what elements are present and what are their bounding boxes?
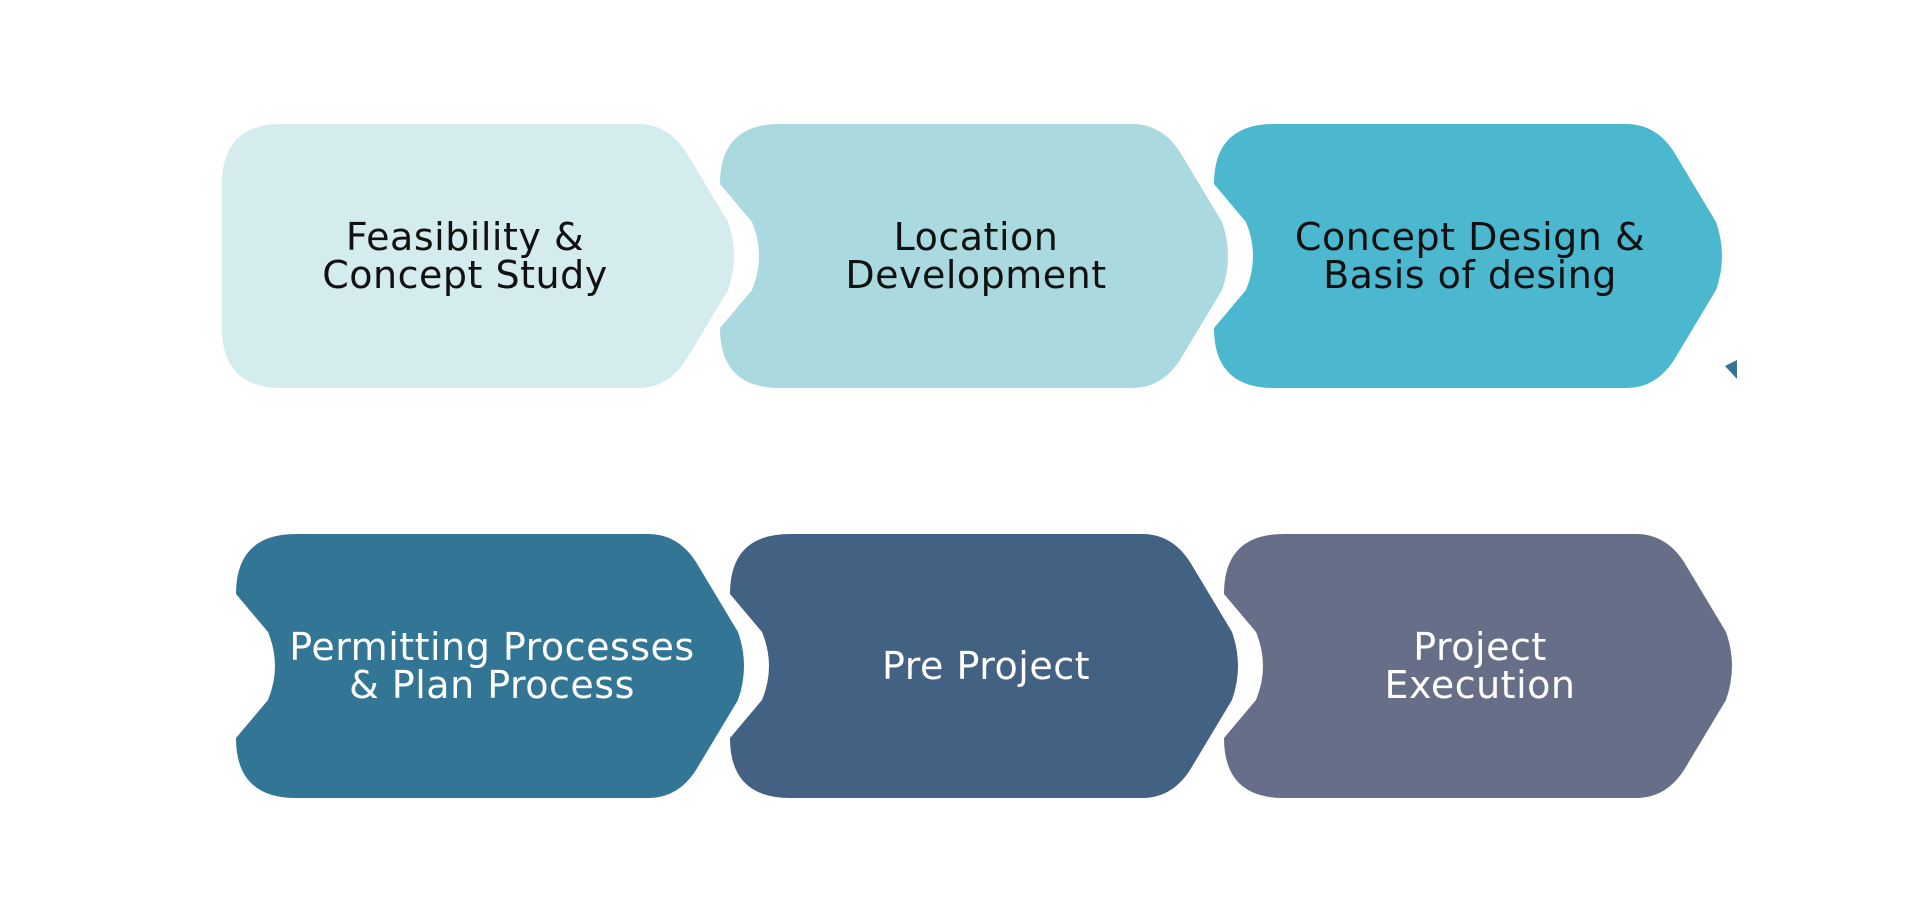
step-2-label: Location Development xyxy=(845,215,1107,297)
step-6-chevron xyxy=(1224,534,1732,798)
step-4-label: Permitting Processes & Plan Process xyxy=(289,625,695,707)
step-6-label: Project Execution xyxy=(1384,625,1576,707)
step-4-chevron xyxy=(236,534,744,798)
step-2-chevron xyxy=(720,124,1228,388)
step-3-chevron xyxy=(1214,124,1722,388)
step-5-chevron xyxy=(730,534,1238,798)
step-5-label: Pre Project xyxy=(881,644,1090,688)
step-1-label: Feasibility & Concept Study xyxy=(322,215,608,297)
step-3-label: Concept Design & Basis of desing xyxy=(1294,215,1646,297)
triangle-marker-icon xyxy=(1725,360,1737,379)
step-1-chevron xyxy=(222,124,734,388)
